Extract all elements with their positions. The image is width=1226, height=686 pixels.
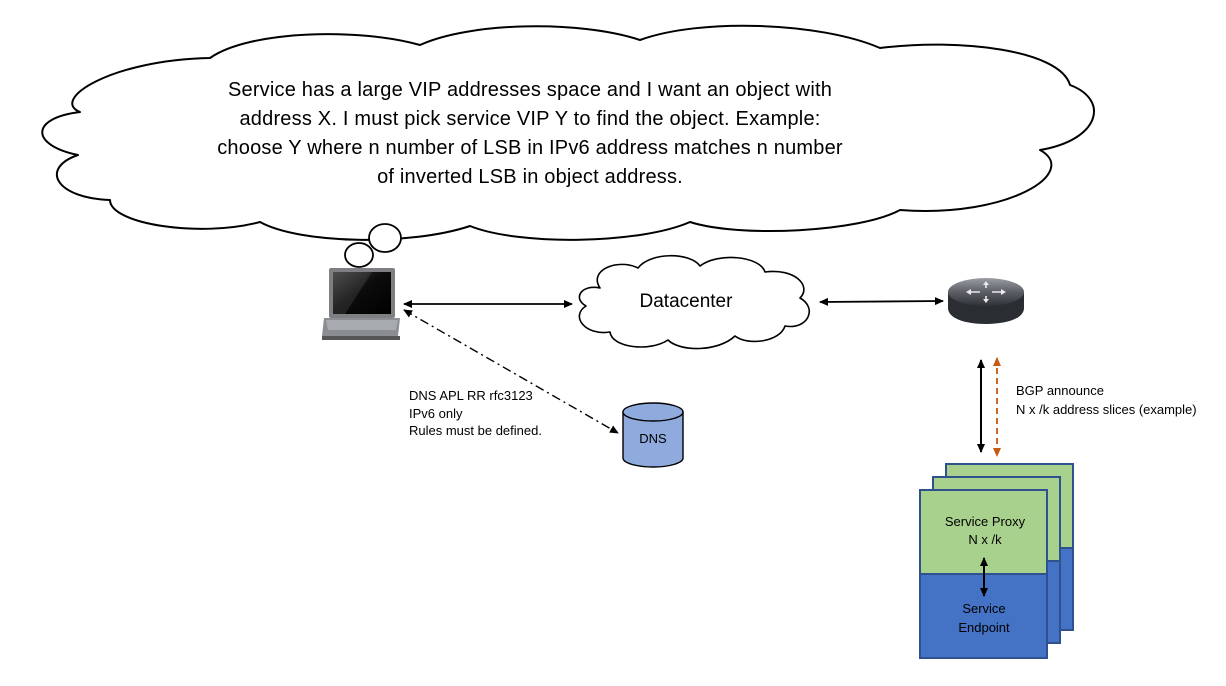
thought-line: Service has a large VIP addresses space …	[227, 79, 833, 101]
thought-line: choose Y where n number of LSB in IPv6 a…	[217, 137, 843, 159]
dns-note-line: IPv6 only	[409, 405, 463, 421]
bgp-note-line: N x /k address slices (example)	[1016, 402, 1197, 417]
bgp-note-line: BGP announce	[1016, 383, 1104, 398]
thought-cloud	[41, 24, 1095, 268]
service-proxy-line: N x /k	[968, 532, 1002, 547]
thought-bubble-small	[344, 242, 374, 268]
dns-note-line: Rules must be defined.	[409, 423, 542, 438]
service-proxy-line: Service Proxy	[944, 514, 1026, 529]
service-proxy-label: Service Proxy N x /k	[922, 513, 1048, 549]
thought-bubble-large	[368, 223, 402, 253]
service-endpoint-line: Service	[962, 601, 1006, 616]
dns-label: DNS	[639, 431, 667, 446]
laptop-dns-dashdot-arrow	[403, 309, 619, 434]
thought-line: address X. I must pick service VIP Y to …	[239, 108, 821, 130]
dns-note-line: DNS APL RR rfc3123	[409, 388, 533, 403]
dns-note: DNS APL RR rfc3123 IPv6 only Rules must …	[409, 387, 542, 440]
datacenter-label: Datacenter	[639, 291, 733, 312]
router-icon[interactable]	[948, 278, 1024, 324]
dns-cylinder-icon[interactable]	[622, 402, 684, 468]
bgp-note: BGP announce N x /k address slices (exam…	[1016, 381, 1197, 419]
service-endpoint-line: Endpoint	[958, 620, 1010, 635]
datacenter-router-arrow	[819, 297, 944, 306]
thought-line: of inverted LSB in object address.	[377, 166, 683, 188]
thought-text: Service has a large VIP addresses space …	[180, 76, 880, 192]
service-endpoint-label: Service Endpoint	[920, 599, 1048, 637]
laptop-icon[interactable]	[322, 268, 400, 340]
